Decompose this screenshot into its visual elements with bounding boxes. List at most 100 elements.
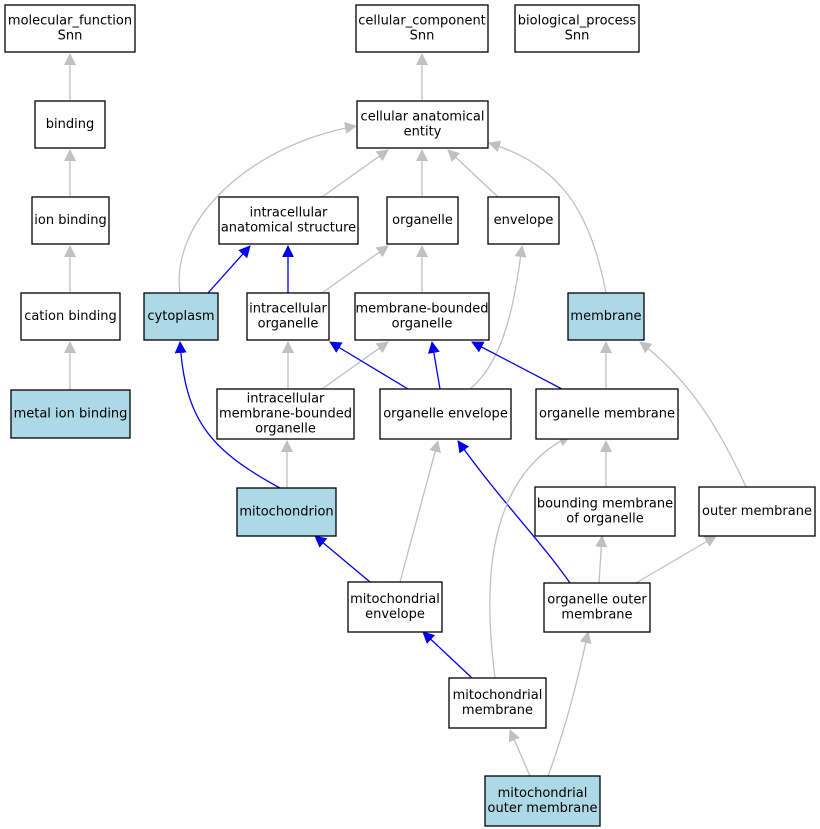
node-box: [543, 582, 651, 633]
node-box: [216, 388, 355, 440]
node-label: organelle membrane: [539, 407, 675, 422]
edge-is-a-organelle-outer-membrane-to-outer-membrane: [635, 535, 717, 584]
edge-line: [595, 535, 608, 584]
node-label: of organelle: [566, 512, 643, 527]
edge-part-of-organelle-outer-membrane-to-organelle-envelope: [457, 440, 571, 584]
edge-line: [547, 631, 592, 777]
node-label: anatomical structure: [221, 221, 356, 236]
node-box: [10, 389, 131, 439]
edge-is-a-intracellular-membrane-bounded-organelle-to-membrane-bounded-organelle: [321, 341, 389, 390]
node-box: [487, 196, 560, 245]
edge-part-of-organelle-membrane-to-membrane-bounded-organelle: [471, 341, 563, 390]
edge-is-a-intracellular-organelle-to-organelle: [321, 245, 389, 294]
node-box: [31, 196, 110, 245]
node-ion-binding[interactable]: ion binding: [31, 196, 110, 245]
edge-is-a-intracellular-anatomical-structure-to-cellular-anatomical-entity: [321, 149, 389, 198]
node-label: intracellular: [247, 392, 325, 407]
node-label: membrane: [561, 608, 632, 623]
edge-line: [321, 245, 389, 294]
node-label: cation binding: [24, 309, 117, 324]
node-label: organelle envelope: [383, 407, 508, 422]
node-label: mitochondrial: [350, 592, 440, 607]
edge-is-a-mitochondrial-outer-membrane-to-organelle-outer-membrane: [547, 631, 592, 777]
node-label: organelle: [258, 317, 319, 332]
node-binding[interactable]: binding: [34, 100, 106, 149]
edge-line: [178, 122, 357, 294]
edges-layer: [64, 53, 747, 777]
node-label: envelope: [494, 213, 554, 228]
edge-line: [314, 535, 371, 583]
edge-line: [469, 245, 527, 390]
node-box: [534, 486, 676, 537]
node-box: [355, 4, 489, 53]
node-box: [567, 292, 645, 341]
node-box: [354, 292, 490, 341]
node-cation-binding[interactable]: cation binding: [20, 292, 121, 341]
edge-part-of-organelle-envelope-to-membrane-bounded-organelle: [427, 341, 441, 390]
node-metal-ion-binding[interactable]: metal ion binding: [10, 389, 131, 439]
node-label: ion binding: [34, 213, 106, 228]
node-label: mitochondrial: [453, 688, 543, 703]
node-membrane[interactable]: membrane: [567, 292, 645, 341]
edge-is-a-organelle-envelope-to-envelope: [469, 245, 527, 390]
node-box: [356, 100, 489, 149]
edge-line: [639, 341, 747, 488]
edge-part-of-mitochondrial-membrane-to-mitochondrial-envelope: [422, 631, 473, 679]
node-envelope[interactable]: envelope: [487, 196, 560, 245]
node-label: metal ion binding: [14, 407, 128, 422]
node-box: [698, 486, 816, 537]
edge-line: [399, 440, 441, 583]
node-label: organelle outer: [547, 593, 647, 608]
edge-line: [471, 341, 563, 390]
edge-line: [427, 341, 441, 390]
edge-line: [329, 341, 409, 390]
node-box: [4, 4, 136, 53]
edge-line: [489, 435, 571, 679]
edge-is-a-outer-membrane-to-membrane: [639, 341, 747, 488]
node-cytoplasm[interactable]: cytoplasm: [143, 292, 219, 341]
node-mitochondrion[interactable]: mitochondrion: [236, 487, 337, 537]
edge-line: [488, 140, 607, 294]
node-box: [448, 677, 547, 729]
node-label: membrane-bounded: [219, 407, 352, 422]
node-organelle-envelope[interactable]: organelle envelope: [379, 388, 512, 440]
edge-line: [508, 729, 531, 777]
node-box: [514, 4, 640, 53]
edge-is-a-cytoplasm-to-cellular-anatomical-entity: [178, 122, 357, 294]
edge-line: [207, 245, 251, 294]
node-label: intracellular: [249, 302, 327, 317]
node-label: outer membrane: [488, 801, 598, 816]
node-label: cytoplasm: [147, 309, 214, 324]
node-label: membrane: [462, 703, 533, 718]
node-label: binding: [46, 117, 94, 132]
node-outer-membrane[interactable]: outer membrane: [698, 486, 816, 537]
edge-line: [174, 341, 281, 489]
node-label: molecular_function: [8, 14, 132, 29]
node-label: entity: [404, 125, 442, 140]
node-organelle[interactable]: organelle: [386, 196, 459, 245]
node-label: cellular_component: [358, 14, 486, 29]
edge-line: [321, 149, 389, 198]
node-label: membrane-bounded: [355, 302, 488, 317]
node-organelle-membrane[interactable]: organelle membrane: [535, 388, 679, 440]
node-box: [236, 487, 337, 537]
node-label: membrane: [570, 309, 641, 324]
node-box: [484, 775, 601, 827]
edge-line: [635, 535, 717, 584]
edge-is-a-mitochondrial-envelope-to-organelle-envelope: [399, 440, 441, 583]
